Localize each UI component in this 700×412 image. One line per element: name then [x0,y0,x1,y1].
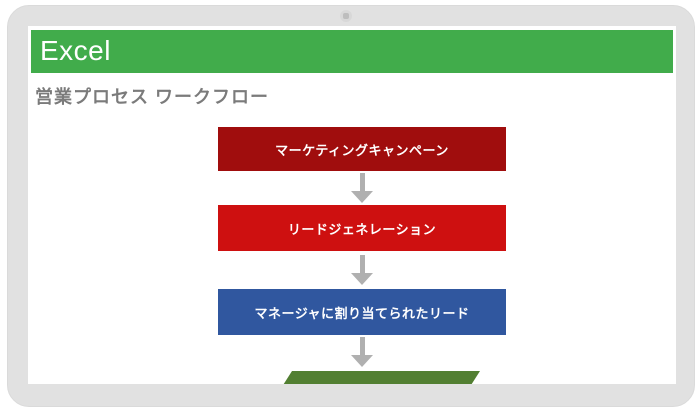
flow-node-leads-assigned-to-manager[interactable]: マネージャに割り当てられたリード [218,289,506,335]
arrow-stem [359,173,365,191]
app-header-bar: Excel [31,30,673,73]
camera-lens [343,13,349,19]
arrow-head [351,355,373,367]
flow-node-marketing-campaign[interactable]: マーケティングキャンペーン [218,127,506,171]
arrow-stem [359,255,365,273]
page-title: 営業プロセス ワークフロー [35,87,269,107]
arrow-head [351,191,373,203]
flow-node-lead-generation[interactable]: リードジェネレーション [218,205,506,251]
flow-node-label: マーケティングキャンペーン [275,142,449,158]
camera-dot-icon [340,10,352,22]
down-arrow-icon [351,255,373,285]
flow-node-label: リードジェネレーション [287,221,437,237]
screen: Excel 営業プロセス ワークフロー マーケティングキャンペーン リードジェネ… [28,26,676,384]
device-frame: Excel 営業プロセス ワークフロー マーケティングキャンペーン リードジェネ… [7,5,695,407]
flow-node-label: マネージャに割り当てられたリード [254,305,470,321]
down-arrow-icon [351,337,373,367]
arrow-head [351,273,373,285]
arrow-stem [359,337,365,355]
flow-node-partial-parallelogram[interactable] [278,371,480,384]
app-title: Excel [40,35,111,66]
down-arrow-icon [351,173,373,203]
